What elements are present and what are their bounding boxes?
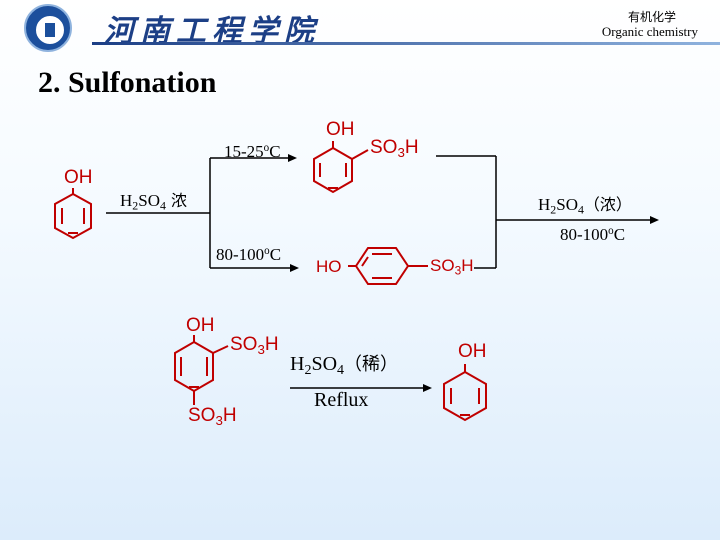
final-phenol-ring: [443, 364, 487, 422]
slide-header: 河南工程学院 有机化学 Organic chemistry: [0, 0, 720, 60]
arrowhead-dilute: [423, 384, 432, 392]
arrowhead-para: [290, 264, 299, 272]
para-so3h-label: SO3H: [430, 256, 474, 278]
condition-low-temp: 15-25oC: [224, 142, 281, 162]
ortho-oh-label: OH: [326, 119, 355, 140]
disulfonic-oh-label: OH: [186, 315, 215, 336]
final-phenol-oh-label: OH: [458, 341, 487, 362]
condition-high-temp: 80-100oC: [216, 245, 282, 265]
course-title-cn: 有机化学: [627, 10, 676, 24]
condition-reflux: Reflux: [314, 389, 369, 411]
ortho-ring: [313, 141, 369, 194]
disulfonic-so3h-bottom-label: SO3H: [188, 405, 237, 428]
school-logo: [24, 4, 72, 52]
header-rule: [92, 42, 720, 45]
para-ring: [348, 247, 428, 285]
arrowhead-right: [650, 216, 659, 224]
phenol-ring: [54, 188, 92, 240]
disulfonic-ring: [174, 335, 229, 405]
slide-title: 2. Sulfonation: [38, 66, 217, 99]
reagent-right-conc-h2so4: H2SO4（浓）: [538, 195, 632, 217]
ortho-so3h-label: SO3H: [370, 137, 419, 160]
disulfonic-so3h-top-label: SO3H: [230, 334, 279, 357]
course-title-en: Organic chemistry: [601, 24, 698, 39]
condition-right-temp: 80-100oC: [560, 225, 626, 245]
arrowhead-ortho: [288, 154, 297, 162]
reagent-conc-h2so4: H2SO4 浓: [120, 191, 188, 213]
phenol-oh-label: OH: [64, 167, 93, 188]
para-ho-label: HO: [316, 257, 342, 276]
reagent-dilute-h2so4: H2SO4（稀）: [290, 353, 399, 379]
